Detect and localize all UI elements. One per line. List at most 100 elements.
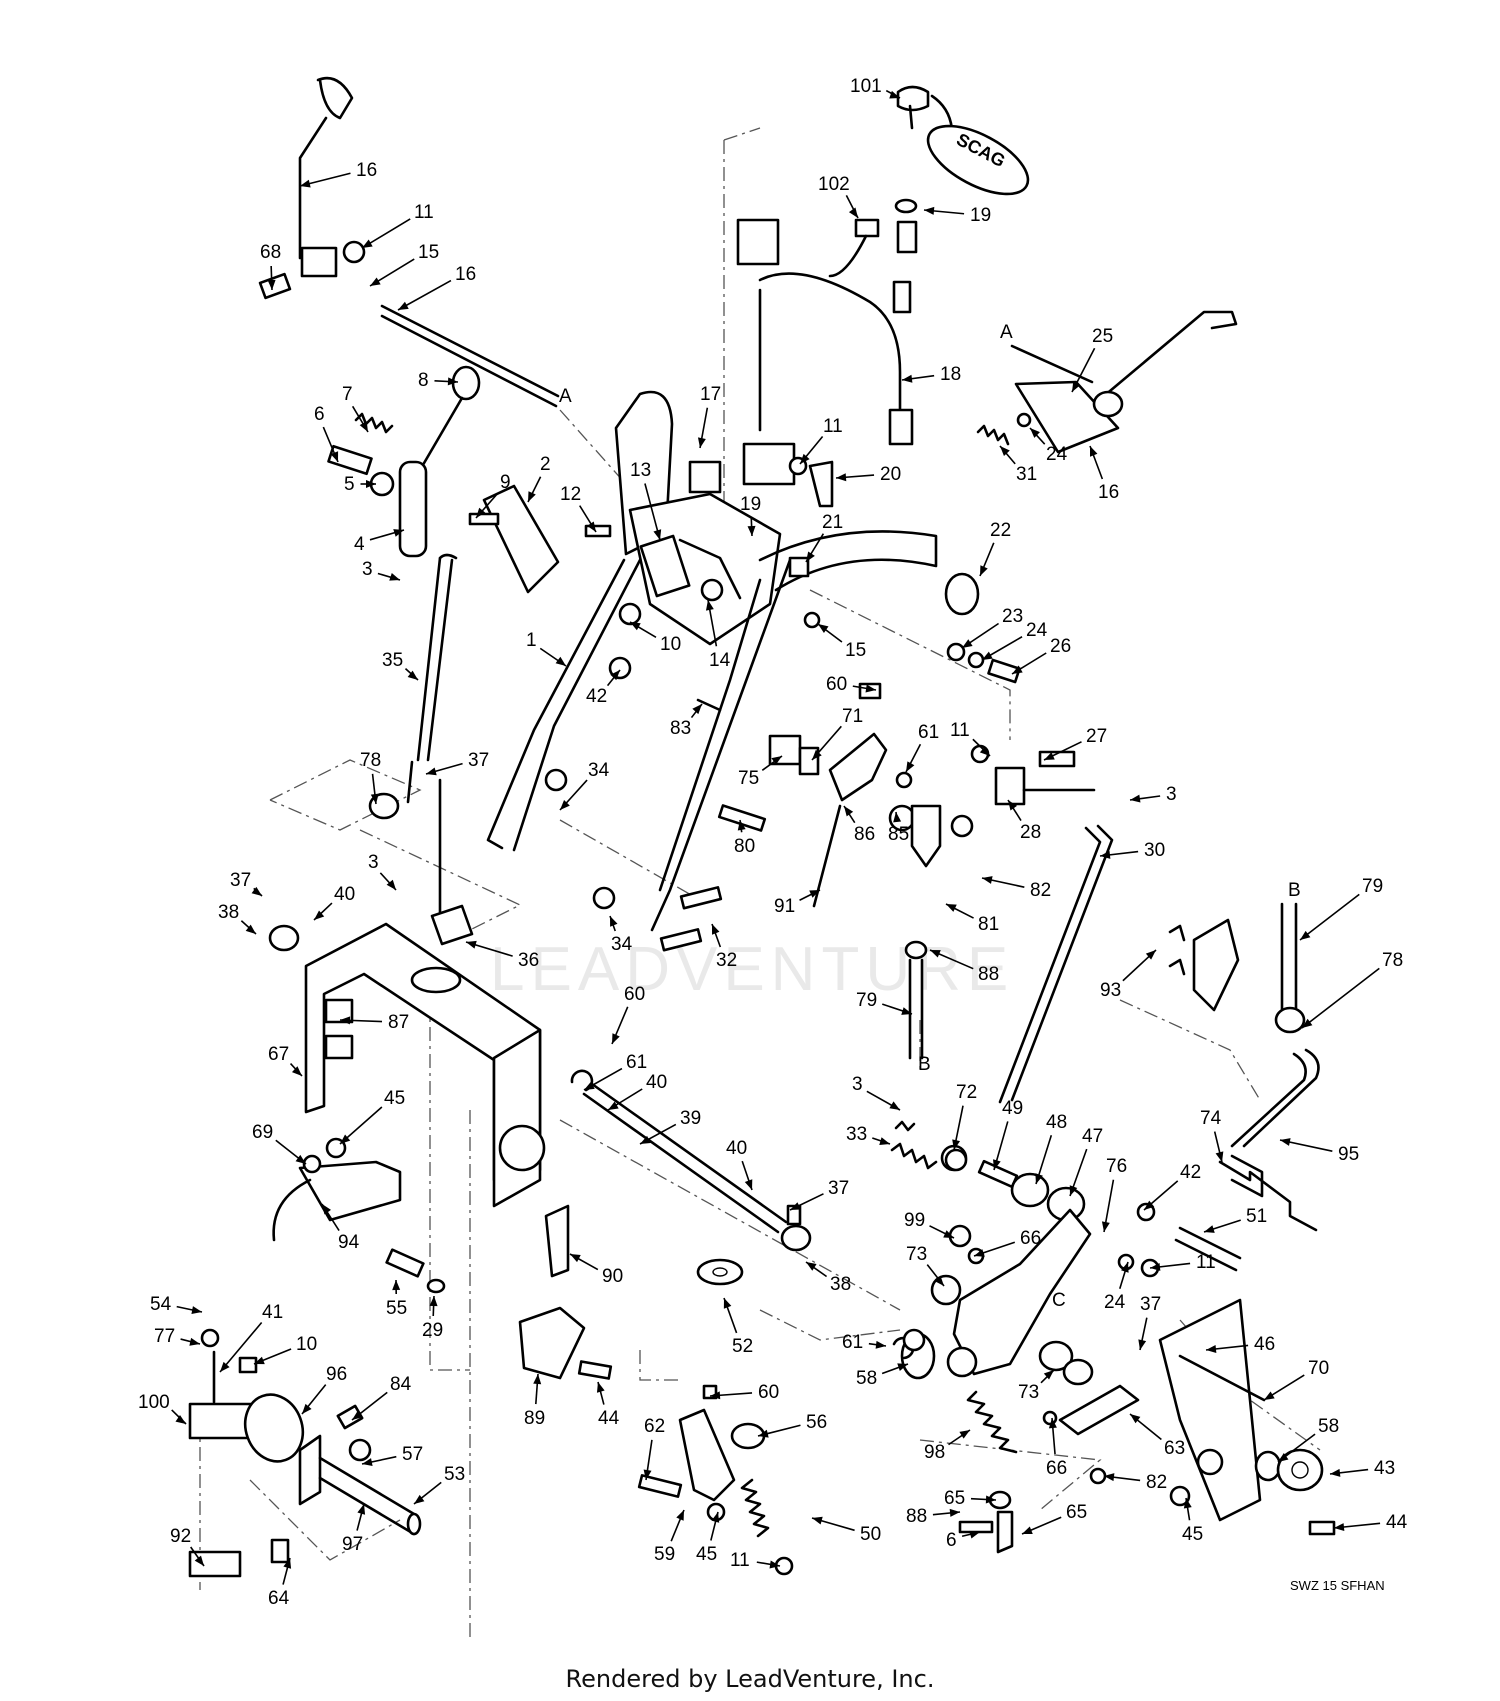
callout-84: 84 [390, 1374, 412, 1395]
leader-arrowhead-67 [291, 1066, 302, 1076]
callout-49: 49 [1002, 1098, 1023, 1119]
leader-arrowhead-29 [429, 1296, 438, 1307]
callout-42: 42 [586, 686, 607, 707]
leader-arrowhead-6 [330, 451, 339, 462]
leader-arrowhead-11 [979, 746, 990, 756]
leader-arrowhead-3 [386, 879, 396, 890]
callout-11: 11 [414, 202, 434, 223]
callout-15: 15 [845, 640, 866, 661]
callout-11: 11 [1196, 1252, 1216, 1273]
parts-artwork: SCAG [188, 76, 1336, 1578]
callout-96: 96 [326, 1364, 347, 1385]
rod-16 [380, 304, 560, 408]
leader-arrowhead-5 [366, 480, 376, 488]
callout-38: 38 [830, 1274, 851, 1295]
callout-37: 37 [230, 870, 251, 891]
leader-arrowhead-20 [836, 473, 847, 482]
leader-arrowhead-79 [901, 1007, 912, 1015]
leader-arrowhead-12 [587, 521, 596, 532]
callout-31: 31 [1016, 464, 1037, 485]
leader-arrowhead-73 [1043, 1370, 1054, 1380]
leader-arrowhead-87 [340, 1016, 351, 1025]
callout-38: 38 [218, 902, 239, 923]
leader-arrowhead-3 [889, 1101, 900, 1110]
callout-19: 19 [740, 494, 761, 515]
callout-53: 53 [444, 1464, 465, 1485]
callout-6: 6 [314, 404, 325, 425]
leader-arrowhead-49 [993, 1159, 1001, 1170]
callout-56: 56 [806, 1412, 827, 1433]
callout-54: 54 [150, 1294, 172, 1315]
callout-99: 99 [904, 1210, 925, 1231]
callout-90: 90 [602, 1266, 623, 1287]
footer-credit: Rendered by LeadVenture, Inc. [565, 1665, 935, 1693]
callout-16: 16 [1098, 482, 1119, 503]
leader-arrowhead-61 [906, 761, 915, 772]
watermark-text: LEADVENTURE [490, 935, 1014, 1004]
leader-arrowhead-28 [1008, 800, 1018, 811]
leader-arrowhead-89 [533, 1374, 542, 1385]
leader-arrowhead-6 [969, 1530, 980, 1539]
callout-89: 89 [524, 1408, 545, 1429]
callout-39: 39 [680, 1108, 701, 1129]
leader-arrowhead-25 [1072, 381, 1081, 392]
callout-6: 6 [946, 1530, 957, 1551]
callout-71: 71 [842, 706, 863, 727]
leader-arrowhead-44 [596, 1382, 605, 1393]
callout-58: 58 [856, 1368, 877, 1389]
leader-arrowhead-7 [359, 421, 368, 432]
leader-arrowhead-75 [771, 756, 782, 765]
leader-arrowhead-24 [982, 651, 993, 660]
callout-11: 11 [730, 1550, 750, 1571]
callout-101: 101 [850, 76, 882, 97]
callout-61: 61 [842, 1332, 863, 1353]
leader-arrowhead-58 [1278, 1452, 1289, 1462]
leader-arrowhead-27 [1044, 752, 1055, 760]
leader-arrowhead-23 [962, 639, 973, 648]
callout-24: 24 [1104, 1292, 1126, 1313]
leader-arrowhead-92 [194, 1555, 204, 1566]
drawing-code: SWZ 15 SFHAN [1290, 1578, 1385, 1593]
callout-36: 36 [518, 950, 539, 971]
leader-arrowhead-77 [189, 1337, 200, 1346]
callout-41: 41 [262, 1302, 283, 1323]
callout-30: 30 [1144, 840, 1165, 861]
callout-44: 44 [1386, 1512, 1408, 1533]
callout-78: 78 [360, 750, 381, 771]
callout-27: 27 [1086, 726, 1107, 747]
callout-4: 4 [354, 534, 365, 555]
leader-arrowhead-37 [790, 1202, 801, 1210]
callout-15: 15 [418, 242, 439, 263]
callout-95: 95 [1338, 1144, 1359, 1165]
callout-10: 10 [660, 634, 681, 655]
leader-arrowhead-15 [818, 624, 829, 633]
callout-81: 81 [978, 914, 999, 935]
callout-77: 77 [154, 1326, 175, 1347]
callout-A: A [559, 386, 572, 407]
leader-line-79 [1299, 893, 1360, 941]
callout-45: 45 [384, 1088, 405, 1109]
leader-arrowhead-21 [806, 551, 815, 562]
callout-70: 70 [1308, 1358, 1329, 1379]
callout-44: 44 [598, 1408, 620, 1429]
leader-arrowhead-34 [560, 800, 570, 810]
callout-24: 24 [1046, 444, 1068, 465]
leader-arrowhead-32 [712, 924, 720, 935]
callout-28: 28 [1020, 822, 1041, 843]
leader-arrowhead-68 [267, 279, 276, 290]
leader-arrowhead-55 [392, 1280, 401, 1291]
callout-66: 66 [1046, 1458, 1067, 1479]
alignment-lines [199, 127, 1321, 1640]
callout-79: 79 [856, 990, 877, 1011]
leader-arrowhead-26 [1012, 665, 1023, 674]
callout-60: 60 [758, 1382, 779, 1403]
leader-arrowhead-16 [398, 301, 409, 310]
leader-arrowhead-56 [758, 1429, 769, 1438]
leader-arrowhead-39 [640, 1135, 651, 1144]
callout-18: 18 [940, 364, 961, 385]
leader-arrowhead-73 [934, 1275, 944, 1286]
callout-34: 34 [588, 760, 610, 781]
callout-35: 35 [382, 650, 403, 671]
leader-arrowhead-62 [643, 1469, 652, 1480]
leader-arrowhead-10 [254, 1356, 265, 1365]
